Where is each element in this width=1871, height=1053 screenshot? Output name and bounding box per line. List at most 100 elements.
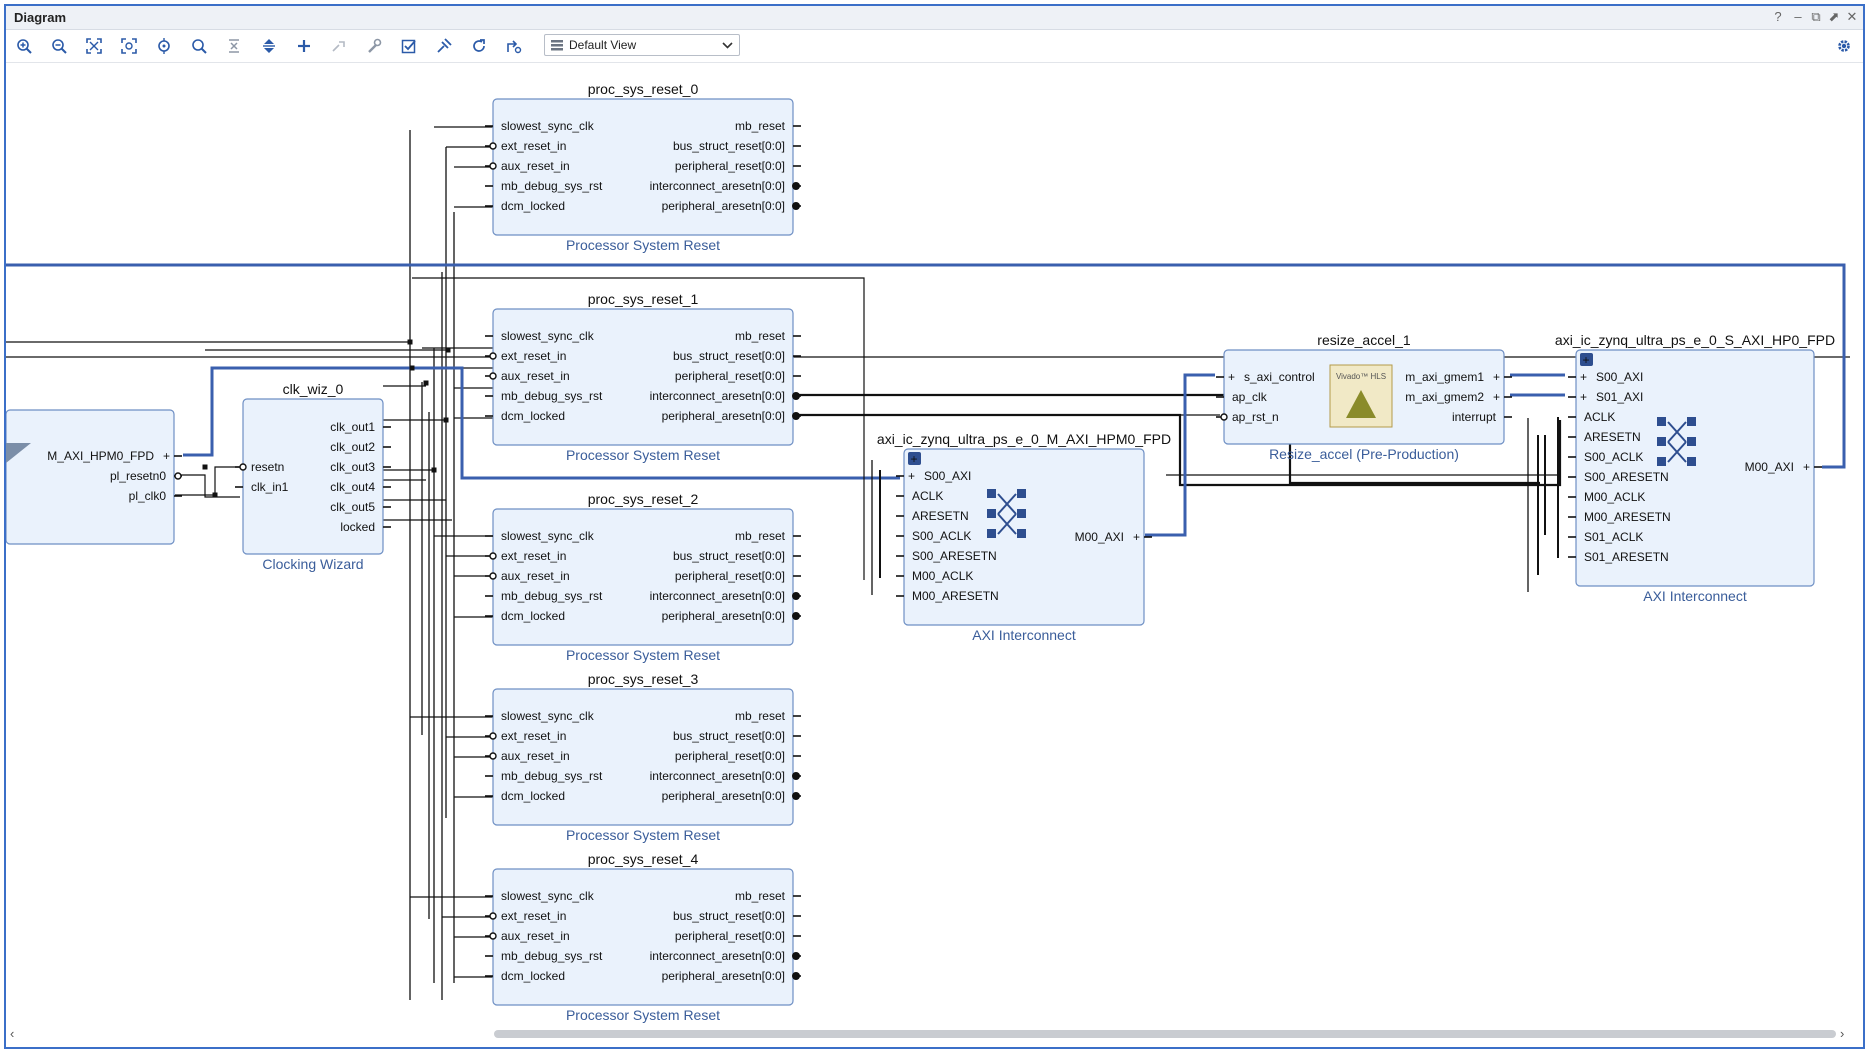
psr3-pin-peripheral_aresetn[interactable]: peripheral_aresetn[0:0]	[662, 789, 785, 803]
psr4-pin-slowest_sync_clk[interactable]: slowest_sync_clk	[501, 889, 595, 903]
psr0-pin-aux_reset_in[interactable]: aux_reset_in	[501, 159, 570, 173]
psr0-pin-ext_reset_in[interactable]: ext_reset_in	[501, 139, 566, 153]
run-automation-icon[interactable]	[432, 35, 456, 57]
zynq-pin-M_AXI_HPM0_FPD[interactable]: M_AXI_HPM0_FPD	[47, 449, 154, 463]
horizontal-scrollbar[interactable]: ‹ ›	[6, 1025, 1863, 1043]
psr2-pin-mb_reset[interactable]: mb_reset	[735, 529, 786, 543]
ic-mid-pin-S00_AXI-expand-icon[interactable]: +	[908, 469, 915, 483]
psr4-pin-dcm_locked[interactable]: dcm_locked	[501, 969, 565, 983]
settings-gear-icon[interactable]	[1832, 35, 1856, 57]
psr4-pin-ext_reset_in[interactable]: ext_reset_in	[501, 909, 566, 923]
search-icon[interactable]	[187, 35, 211, 57]
zoom-out-icon[interactable]	[47, 35, 71, 57]
psr3-pin-mb_reset[interactable]: mb_reset	[735, 709, 786, 723]
minimize-icon[interactable]: –	[1794, 9, 1802, 24]
ic-right-pin-M00_AXI[interactable]: M00_AXI	[1745, 460, 1794, 474]
psr3-pin-bus_struct_reset[interactable]: bus_struct_reset[0:0]	[673, 729, 785, 743]
close-icon[interactable]: ✕	[1846, 9, 1858, 24]
clk-wiz-pin-clk_out5[interactable]: clk_out5	[330, 500, 375, 514]
collapse-all-icon[interactable]	[222, 35, 246, 57]
ic-right-pin-S00_AXI-expand-icon[interactable]: +	[1580, 370, 1587, 384]
ic-right-pin-M00_ARESETN[interactable]: M00_ARESETN	[1584, 510, 1671, 524]
psr2-pin-aux_reset_in[interactable]: aux_reset_in	[501, 569, 570, 583]
resize-pin-m_axi_gmem2-expand-icon[interactable]: +	[1493, 390, 1500, 404]
clk-wiz-pin-resetn[interactable]: resetn	[251, 460, 284, 474]
resize-pin-m_axi_gmem2[interactable]: m_axi_gmem2	[1405, 390, 1484, 404]
ic-mid-pin-S00_ARESETN[interactable]: S00_ARESETN	[912, 549, 997, 563]
psr1-pin-dcm_locked[interactable]: dcm_locked	[501, 409, 565, 423]
psr3-pin-dcm_locked[interactable]: dcm_locked	[501, 789, 565, 803]
psr4-pin-mb_debug_sys_rst[interactable]: mb_debug_sys_rst	[501, 949, 603, 963]
ic-right-pin-M00_AXI-expand-icon[interactable]: +	[1803, 460, 1810, 474]
ic-right-pin-ACLK[interactable]: ACLK	[1584, 410, 1615, 424]
psr0-pin-slowest_sync_clk[interactable]: slowest_sync_clk	[501, 119, 595, 133]
psr4-pin-peripheral_reset[interactable]: peripheral_reset[0:0]	[675, 929, 785, 943]
clk-wiz-pin-clk_out3[interactable]: clk_out3	[330, 460, 375, 474]
psr1-pin-ext_reset_in[interactable]: ext_reset_in	[501, 349, 566, 363]
resize-pin-s_axi_control[interactable]: s_axi_control	[1244, 370, 1315, 384]
psr3-pin-mb_debug_sys_rst[interactable]: mb_debug_sys_rst	[501, 769, 603, 783]
resize-pin-m_axi_gmem1-expand-icon[interactable]: +	[1493, 370, 1500, 384]
scrollbar-thumb[interactable]	[494, 1030, 1836, 1038]
psr2-pin-ext_reset_in[interactable]: ext_reset_in	[501, 549, 566, 563]
psr4-pin-aux_reset_in[interactable]: aux_reset_in	[501, 929, 570, 943]
ic-right-pin-S00_ACLK[interactable]: S00_ACLK	[1584, 450, 1643, 464]
psr1-pin-mb_reset[interactable]: mb_reset	[735, 329, 786, 343]
psr2-pin-mb_debug_sys_rst[interactable]: mb_debug_sys_rst	[501, 589, 603, 603]
ic-right-pin-M00_ACLK[interactable]: M00_ACLK	[1584, 490, 1645, 504]
scroll-right-icon[interactable]: ›	[1840, 1026, 1845, 1041]
psr1-pin-interconnect_aresetn[interactable]: interconnect_aresetn[0:0]	[650, 389, 785, 403]
psr0-pin-mb_debug_sys_rst[interactable]: mb_debug_sys_rst	[501, 179, 603, 193]
clk-wiz-pin-clk_out4[interactable]: clk_out4	[330, 480, 375, 494]
clk-wiz-pin-clk_out1[interactable]: clk_out1	[330, 420, 375, 434]
ic-right-block[interactable]: axi_ic_zynq_ultra_ps_e_0_S_AXI_HP0_FPDAX…	[1555, 332, 1835, 604]
ic-right-pin-S01_AXI-expand-icon[interactable]: +	[1580, 390, 1587, 404]
psr2-pin-peripheral_aresetn[interactable]: peripheral_aresetn[0:0]	[662, 609, 785, 623]
resize-pin-ap_clk[interactable]: ap_clk	[1232, 390, 1268, 404]
ic-right-pin-ARESETN[interactable]: ARESETN	[1584, 430, 1641, 444]
resize-pin-s_axi_control-expand-icon[interactable]: +	[1228, 370, 1235, 384]
clk-wiz-pin-clk_out2[interactable]: clk_out2	[330, 440, 375, 454]
zynq-pin-M_AXI_HPM0_FPD-expand-icon[interactable]: +	[163, 449, 170, 463]
psr1-pin-bus_struct_reset[interactable]: bus_struct_reset[0:0]	[673, 349, 785, 363]
ic-mid-pin-M00_ARESETN[interactable]: M00_ARESETN	[912, 589, 999, 603]
resize-pin-interrupt[interactable]: interrupt	[1452, 410, 1497, 424]
clk-wiz-pin-locked[interactable]: locked	[340, 520, 375, 534]
psr3-pin-ext_reset_in[interactable]: ext_reset_in	[501, 729, 566, 743]
psr4-pin-mb_reset[interactable]: mb_reset	[735, 889, 786, 903]
psr3-pin-slowest_sync_clk[interactable]: slowest_sync_clk	[501, 709, 595, 723]
refresh-icon[interactable]	[467, 35, 491, 57]
ic-right-pin-S01_AXI[interactable]: S01_AXI	[1596, 390, 1643, 404]
resize-pin-ap_rst_n[interactable]: ap_rst_n	[1232, 410, 1279, 424]
psr4-pin-interconnect_aresetn[interactable]: interconnect_aresetn[0:0]	[650, 949, 785, 963]
psr2-pin-interconnect_aresetn[interactable]: interconnect_aresetn[0:0]	[650, 589, 785, 603]
ic-right-pin-S01_ACLK[interactable]: S01_ACLK	[1584, 530, 1643, 544]
ic-right-expand-glyph[interactable]: +	[1582, 353, 1589, 367]
psr1-pin-peripheral_reset[interactable]: peripheral_reset[0:0]	[675, 369, 785, 383]
psr2-pin-peripheral_reset[interactable]: peripheral_reset[0:0]	[675, 569, 785, 583]
expand-all-icon[interactable]	[257, 35, 281, 57]
psr3-pin-peripheral_reset[interactable]: peripheral_reset[0:0]	[675, 749, 785, 763]
scroll-left-icon[interactable]: ‹	[10, 1026, 15, 1041]
validate-icon[interactable]	[397, 35, 421, 57]
psr4-pin-peripheral_aresetn[interactable]: peripheral_aresetn[0:0]	[662, 969, 785, 983]
zoom-in-icon[interactable]	[12, 35, 36, 57]
ic-right-pin-S01_ARESETN[interactable]: S01_ARESETN	[1584, 550, 1669, 564]
ic-mid-pin-S00_ACLK[interactable]: S00_ACLK	[912, 529, 971, 543]
ic-mid-expand-glyph[interactable]: +	[910, 452, 917, 466]
wrench-icon[interactable]	[362, 35, 386, 57]
make-external-icon[interactable]	[327, 35, 351, 57]
psr2-pin-dcm_locked[interactable]: dcm_locked	[501, 609, 565, 623]
zoom-area-icon[interactable]	[117, 35, 141, 57]
psr2-pin-bus_struct_reset[interactable]: bus_struct_reset[0:0]	[673, 549, 785, 563]
psr1-pin-aux_reset_in[interactable]: aux_reset_in	[501, 369, 570, 383]
psr1-pin-slowest_sync_clk[interactable]: slowest_sync_clk	[501, 329, 595, 343]
ic-mid-pin-M00_AXI[interactable]: M00_AXI	[1075, 530, 1124, 544]
